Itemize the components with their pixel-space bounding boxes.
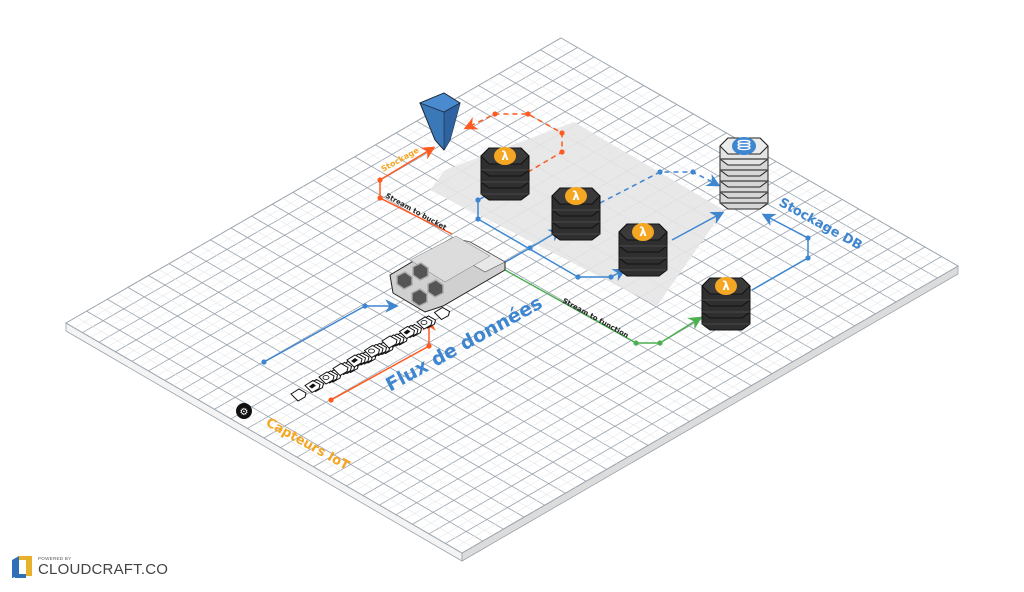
connection-joints [261, 111, 811, 403]
iot-device[interactable] [346, 354, 363, 368]
iot-device[interactable] [332, 362, 349, 377]
lambda-glyph: λ [722, 279, 730, 293]
document-icon [433, 306, 451, 321]
iot-device[interactable] [318, 371, 335, 385]
lambda-glyph: λ [572, 189, 580, 203]
edge-lambda4-to-db [751, 213, 809, 291]
document-icon [290, 388, 307, 402]
iot-device[interactable] [290, 388, 307, 402]
lambda-glyph: λ [639, 225, 647, 239]
iot-device[interactable] [398, 325, 416, 340]
gears-icon: ⚙ [240, 407, 249, 418]
lambda-icon [565, 187, 587, 205]
lambda-icon [632, 223, 654, 241]
cloudcraft-logo-icon [12, 556, 32, 578]
document-icon [416, 316, 433, 330]
iot-hub[interactable]: ⚙ [236, 403, 252, 419]
powered-by-label: POWERED BY [38, 556, 72, 562]
iot-devices-group [290, 306, 451, 402]
lambda-icon [494, 147, 516, 165]
brand-name: CLOUDCRAFT.CO [38, 560, 169, 578]
lambda-icon [715, 277, 737, 295]
lambda-3[interactable]: λ [618, 223, 668, 277]
s3-bucket[interactable] [418, 92, 461, 151]
edge-stream-to-function [504, 269, 703, 344]
lambda-2[interactable]: λ [551, 187, 601, 241]
edge-lambda1-to-bucket [463, 113, 563, 173]
document-icon [363, 344, 381, 359]
iot-device[interactable] [433, 306, 451, 321]
iot-device[interactable] [381, 335, 398, 349]
lambda-1[interactable]: λ [480, 147, 530, 201]
lambda-4[interactable]: λ [701, 277, 751, 331]
edge-lambda2-to-db [599, 171, 721, 204]
isometric-grid-plane [65, 37, 960, 562]
iot-device[interactable] [416, 316, 433, 330]
document-icon [381, 335, 398, 349]
iot-device[interactable] [363, 344, 381, 359]
cloudcraft-branding[interactable]: POWERED BY CLOUDCRAFT.CO [10, 554, 168, 580]
document-icon [332, 362, 349, 377]
document-icon [318, 371, 335, 385]
lambda-functions: λ λ λ λ [480, 147, 751, 331]
database[interactable] [719, 137, 769, 210]
edge-lambda3-to-db [671, 211, 725, 241]
edge-stream-to-bucket [379, 146, 453, 235]
iot-device[interactable] [304, 379, 321, 394]
kinesis-stream[interactable] [389, 235, 506, 313]
lambda-glyph: λ [501, 149, 509, 163]
